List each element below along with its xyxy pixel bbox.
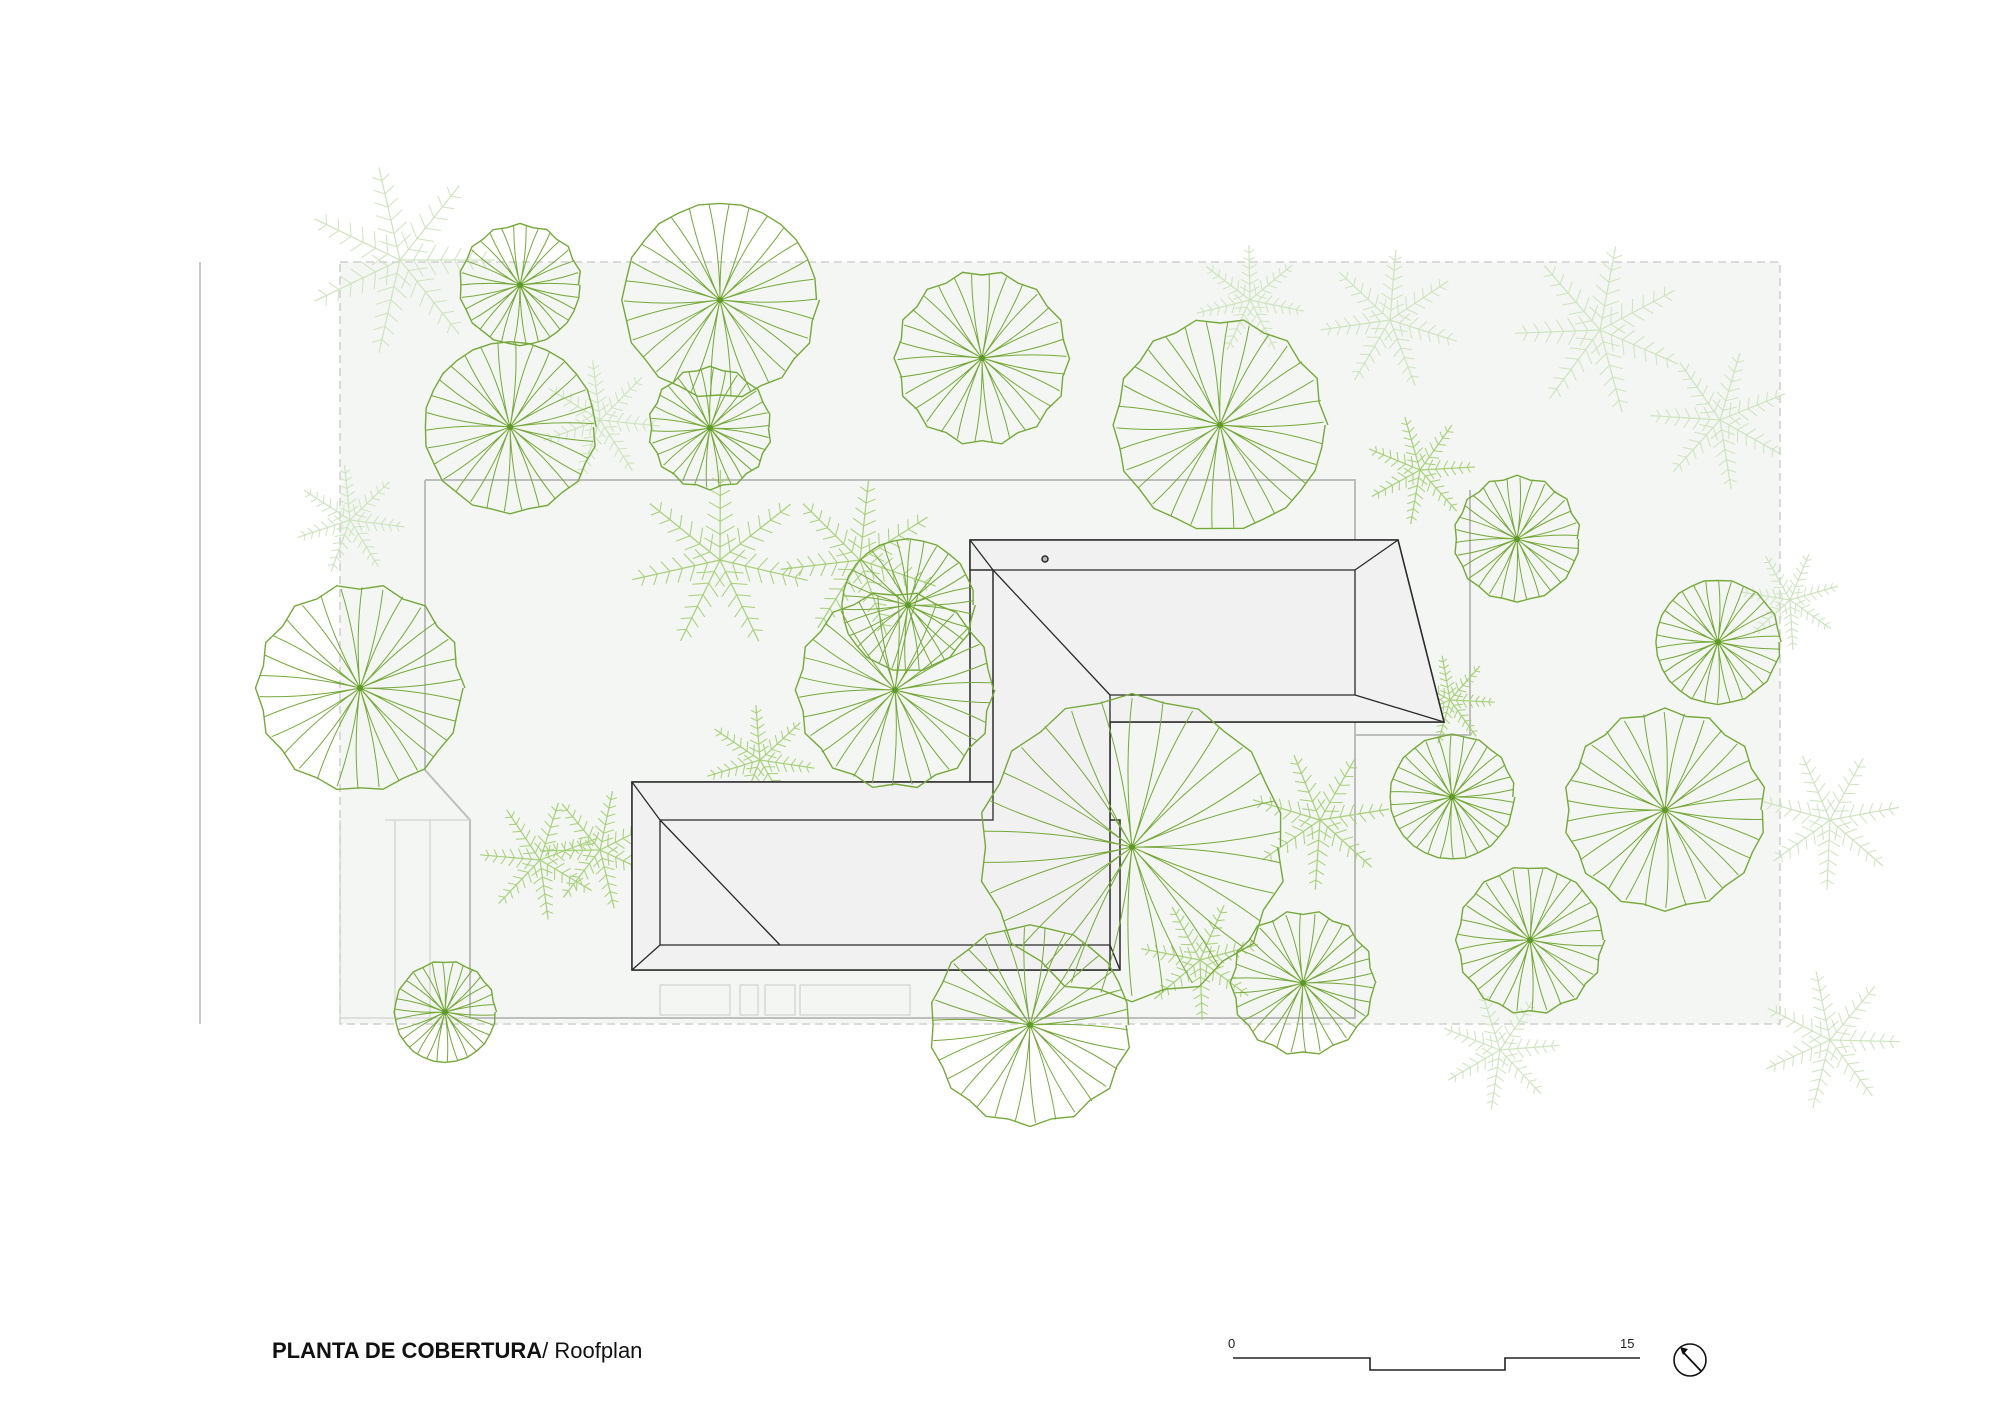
tree-icon: [621, 202, 821, 398]
shrub-icon: [297, 465, 405, 572]
tree-icon: [1655, 579, 1782, 706]
shrub-icon: [1443, 992, 1560, 1110]
tree-icon: [459, 222, 582, 347]
north-arrow-icon: [1673, 1343, 1707, 1377]
shrub-icon: [632, 469, 808, 642]
shrub-icon: [480, 802, 597, 920]
tree-icon: [1389, 733, 1516, 860]
tree-icon: [980, 692, 1284, 1003]
service-area: [659, 984, 911, 1016]
drawing-title: PLANTA DE COBERTURA/ Roofplan: [272, 1338, 642, 1364]
tree-icon: [841, 537, 976, 671]
shrub-icon: [1368, 416, 1475, 525]
title-separator: /: [542, 1338, 555, 1363]
shrub-icon: [780, 480, 936, 636]
shrub-icon: [1650, 352, 1786, 490]
shrub-icon: [1252, 754, 1390, 890]
shrub-icon: [1320, 250, 1457, 386]
shrub-layer: [297, 167, 1901, 1110]
tree-layer: [254, 202, 1782, 1128]
shrub-icon: [1196, 244, 1305, 351]
tree-icon: [794, 592, 996, 789]
tree-icon: [424, 340, 597, 515]
tree-icon: [1229, 911, 1377, 1055]
tree-icon: [930, 924, 1131, 1128]
tree-icon: [1454, 867, 1606, 1014]
title-main: PLANTA DE COBERTURA: [272, 1338, 543, 1363]
shrub-icon: [1765, 971, 1901, 1109]
lot-boundary: [339, 261, 1781, 1025]
roof-ridges: [631, 539, 1445, 971]
tree-icon: [1112, 319, 1329, 530]
tree-icon: [648, 365, 772, 491]
scale-start-label: 0: [1228, 1336, 1236, 1351]
shrub-icon: [1762, 755, 1900, 890]
shrub-icon: [1740, 553, 1839, 650]
scale-end-label: 15: [1620, 1336, 1635, 1351]
tree-icon: [893, 271, 1071, 445]
shrub-icon: [1140, 904, 1259, 1021]
shrub-icon: [1515, 246, 1679, 413]
tree-icon: [393, 961, 498, 1064]
title-sub: Roofplan: [554, 1338, 643, 1363]
terrace-outline: [339, 819, 470, 1019]
roof-vent: [1041, 555, 1049, 563]
tree-icon: [254, 584, 466, 791]
tree-icon: [1565, 707, 1766, 913]
tree-icon: [1454, 474, 1581, 603]
scale-bar: [1233, 1357, 1640, 1371]
house-footprint: [424, 479, 1471, 1019]
